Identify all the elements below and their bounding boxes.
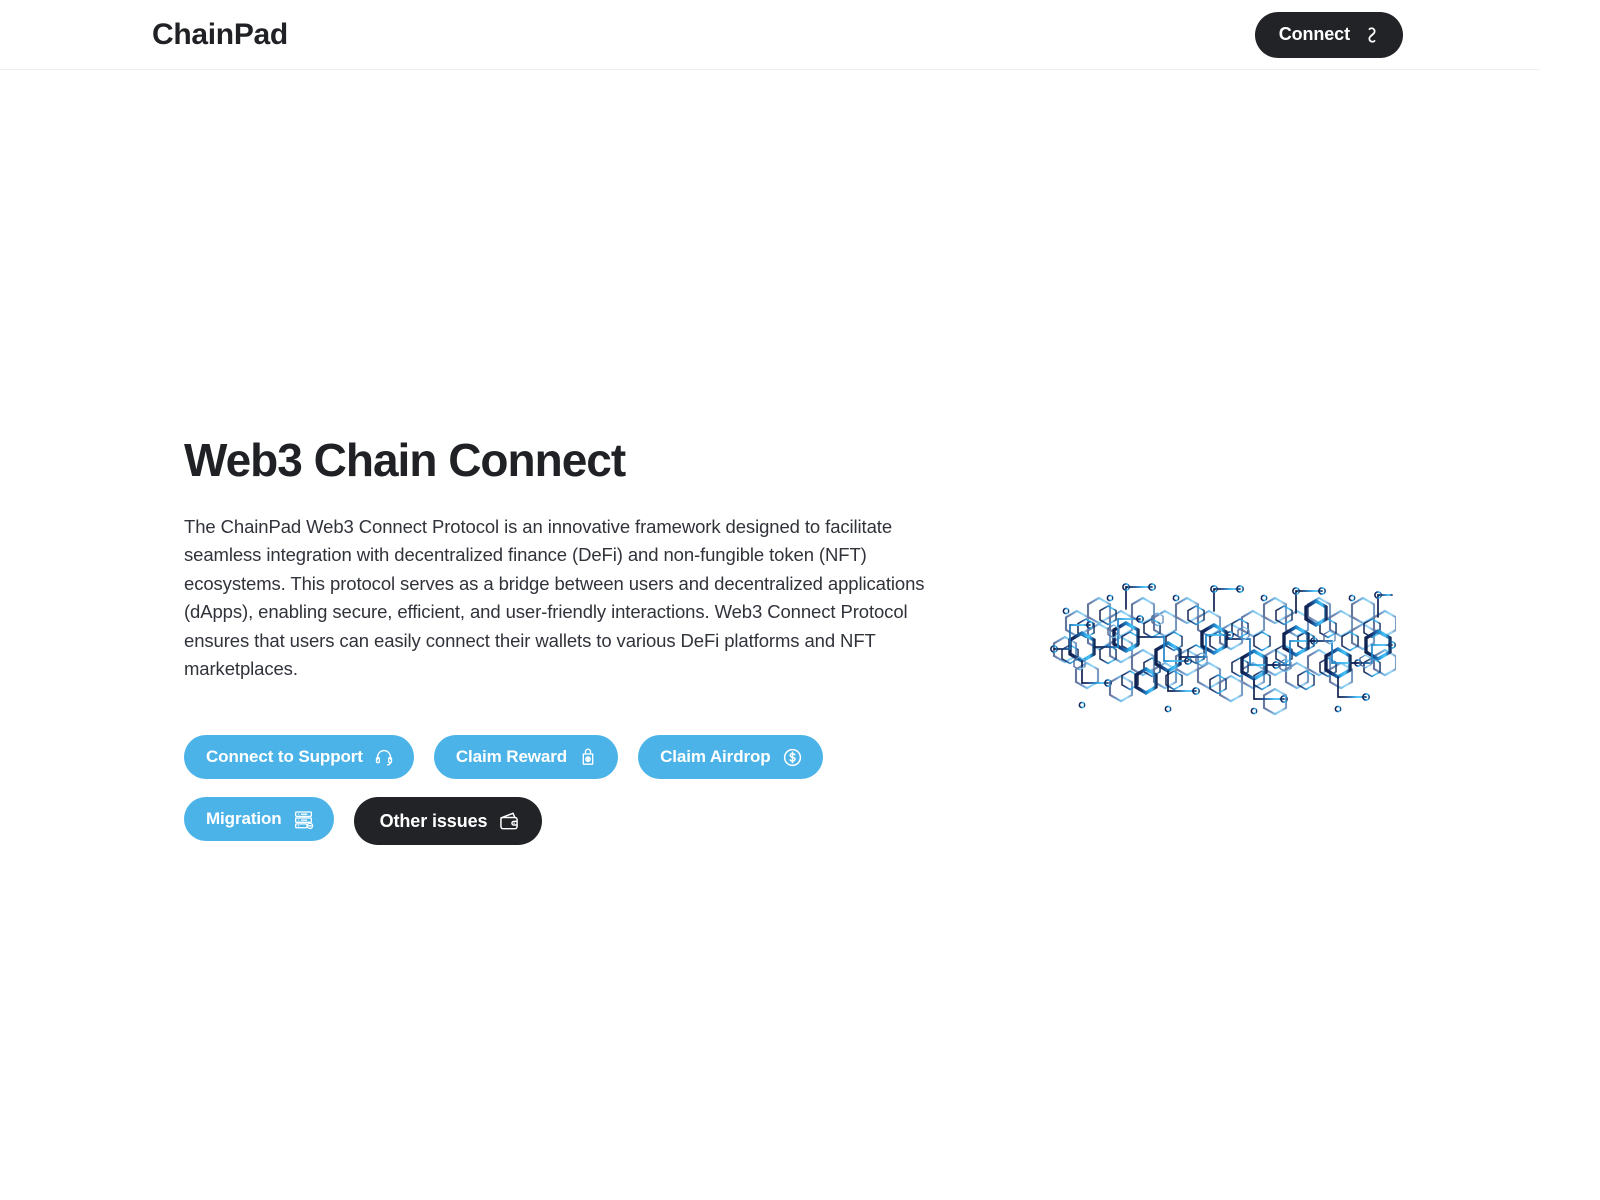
site-header: ChainPad Connect xyxy=(0,0,1540,70)
other-issues-label: Other issues xyxy=(379,810,488,831)
brand-logo[interactable]: ChainPad xyxy=(152,17,288,51)
migration-label: Migration xyxy=(206,809,282,828)
wallet-icon xyxy=(498,810,520,832)
migration-button[interactable]: Migration xyxy=(184,797,334,841)
other-issues-button[interactable]: Other issues xyxy=(353,797,543,845)
blockchain-network-graphic xyxy=(1048,565,1396,725)
claim-reward-button[interactable]: Claim Reward xyxy=(433,735,619,779)
action-button-group: Connect to Support Claim Reward xyxy=(184,735,984,845)
claim-airdrop-button[interactable]: Claim Airdrop xyxy=(638,735,823,779)
hero-section: Web3 Chain Connect The ChainPad Web3 Con… xyxy=(0,70,1540,1200)
dollar-circle-icon xyxy=(782,747,803,768)
money-bag-icon xyxy=(578,747,598,767)
connect-button-label: Connect xyxy=(1278,24,1350,44)
hero-description: The ChainPad Web3 Connect Protocol is an… xyxy=(184,515,925,680)
connect-wallet-button[interactable]: Connect xyxy=(1254,11,1403,58)
server-stack-icon xyxy=(293,809,314,830)
connect-to-support-label: Connect to Support xyxy=(206,747,363,766)
claim-reward-label: Claim Reward xyxy=(455,747,568,766)
header-inner: ChainPad Connect xyxy=(0,0,1540,69)
headset-icon xyxy=(374,747,394,767)
connect-to-support-button[interactable]: Connect to Support xyxy=(184,735,414,779)
chain-link-icon xyxy=(1361,24,1383,46)
hero-copy: Web3 Chain Connect The ChainPad Web3 Con… xyxy=(184,434,974,684)
claim-airdrop-label: Claim Airdrop xyxy=(660,747,771,766)
page-title: Web3 Chain Connect xyxy=(184,434,626,486)
